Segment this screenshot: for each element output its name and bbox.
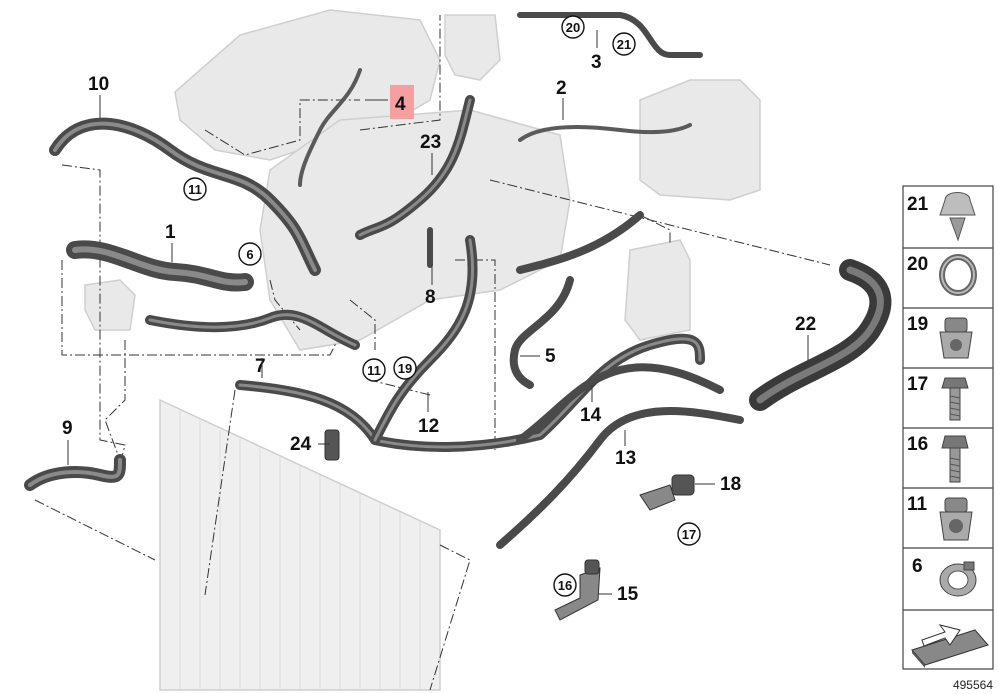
hose-3 xyxy=(517,12,703,58)
callout-8: 8 xyxy=(425,287,436,308)
hose-13 xyxy=(496,407,744,549)
part-18 xyxy=(671,474,695,496)
bracket-clip-icon xyxy=(939,317,973,359)
hose-clamp-icon xyxy=(939,561,977,597)
circled-16: 16 xyxy=(553,573,577,597)
bracket-17 xyxy=(639,484,676,511)
callout-18: 18 xyxy=(720,474,741,495)
diagram-id: 495564 xyxy=(953,678,993,692)
callout-24: 24 xyxy=(290,434,312,455)
callout-15: 15 xyxy=(617,584,639,605)
bracket-clip-icon xyxy=(939,497,973,541)
svg-text:6: 6 xyxy=(246,247,253,262)
callout-leaders xyxy=(67,30,809,595)
callout-7: 7 xyxy=(255,356,266,377)
hose-5 xyxy=(509,211,644,389)
callout-10: 10 xyxy=(88,74,109,95)
side-panel-item-6: 6 xyxy=(912,556,977,597)
side-panel-item-20: 20 xyxy=(907,254,977,296)
callout-5: 5 xyxy=(545,346,556,367)
svg-text:19: 19 xyxy=(398,361,412,376)
circled-11-upper: 11 xyxy=(183,177,207,201)
engine-block-illustration xyxy=(84,9,761,351)
side-panel-item-16: 16 xyxy=(907,434,969,483)
circled-callouts: 20 21 11 6 11 19 17 16 xyxy=(183,15,701,597)
circled-21: 21 xyxy=(612,32,636,56)
callout-1: 1 xyxy=(165,222,176,243)
callout-12: 12 xyxy=(418,416,439,437)
circled-20: 20 xyxy=(561,15,585,39)
leader-lines xyxy=(34,15,831,691)
svg-text:21: 21 xyxy=(907,194,929,215)
callout-9: 9 xyxy=(62,418,73,439)
svg-text:21: 21 xyxy=(617,37,631,52)
svg-text:16: 16 xyxy=(907,434,928,455)
hose-14 xyxy=(516,363,724,444)
callout-13: 13 xyxy=(615,448,636,469)
circled-6: 6 xyxy=(238,242,262,266)
callout-2: 2 xyxy=(556,78,567,99)
hoses xyxy=(24,12,892,549)
svg-text:19: 19 xyxy=(907,314,928,335)
svg-text:11: 11 xyxy=(907,494,928,515)
circled-17: 17 xyxy=(677,522,701,546)
side-panel-item-17: 17 xyxy=(907,374,969,421)
svg-text:11: 11 xyxy=(188,182,202,197)
callout-4: 4 xyxy=(395,94,406,115)
svg-text:16: 16 xyxy=(558,578,572,593)
svg-text:6: 6 xyxy=(912,556,923,577)
svg-text:20: 20 xyxy=(566,20,580,35)
hose-clip-icon xyxy=(939,192,976,242)
side-panel-item-21: 21 xyxy=(907,192,976,242)
callout-22: 22 xyxy=(795,314,816,335)
hex-bolt-icon xyxy=(941,435,969,483)
hose-2 xyxy=(518,123,692,142)
clamp-ring-icon xyxy=(939,254,977,296)
small-parts xyxy=(324,429,695,621)
svg-text:11: 11 xyxy=(367,363,381,378)
svg-text:17: 17 xyxy=(682,527,696,542)
clip-16 xyxy=(584,559,600,575)
sensor-24 xyxy=(324,429,340,461)
callout-4-highlight xyxy=(390,85,414,119)
bracket-15 xyxy=(554,567,601,621)
callout-numbers: 10 1 7 9 24 12 23 8 2 3 5 14 13 18 15 22… xyxy=(62,52,816,605)
callout-23: 23 xyxy=(420,132,441,153)
side-panel-item-19: 19 xyxy=(907,314,973,359)
callout-3: 3 xyxy=(591,52,602,73)
gasket-shim-icon xyxy=(911,624,989,668)
side-panel-item-11: 11 xyxy=(907,494,973,541)
callout-14: 14 xyxy=(580,405,602,426)
side-parts-panel: 21 20 19 17 xyxy=(902,185,994,670)
svg-text:20: 20 xyxy=(907,254,928,275)
circled-11-lower: 11 xyxy=(362,358,386,382)
hose-4 xyxy=(298,68,362,187)
hex-bolt-icon xyxy=(941,377,969,421)
radiator-illustration xyxy=(159,398,441,691)
circled-19: 19 xyxy=(393,356,417,380)
svg-text:17: 17 xyxy=(907,374,928,395)
